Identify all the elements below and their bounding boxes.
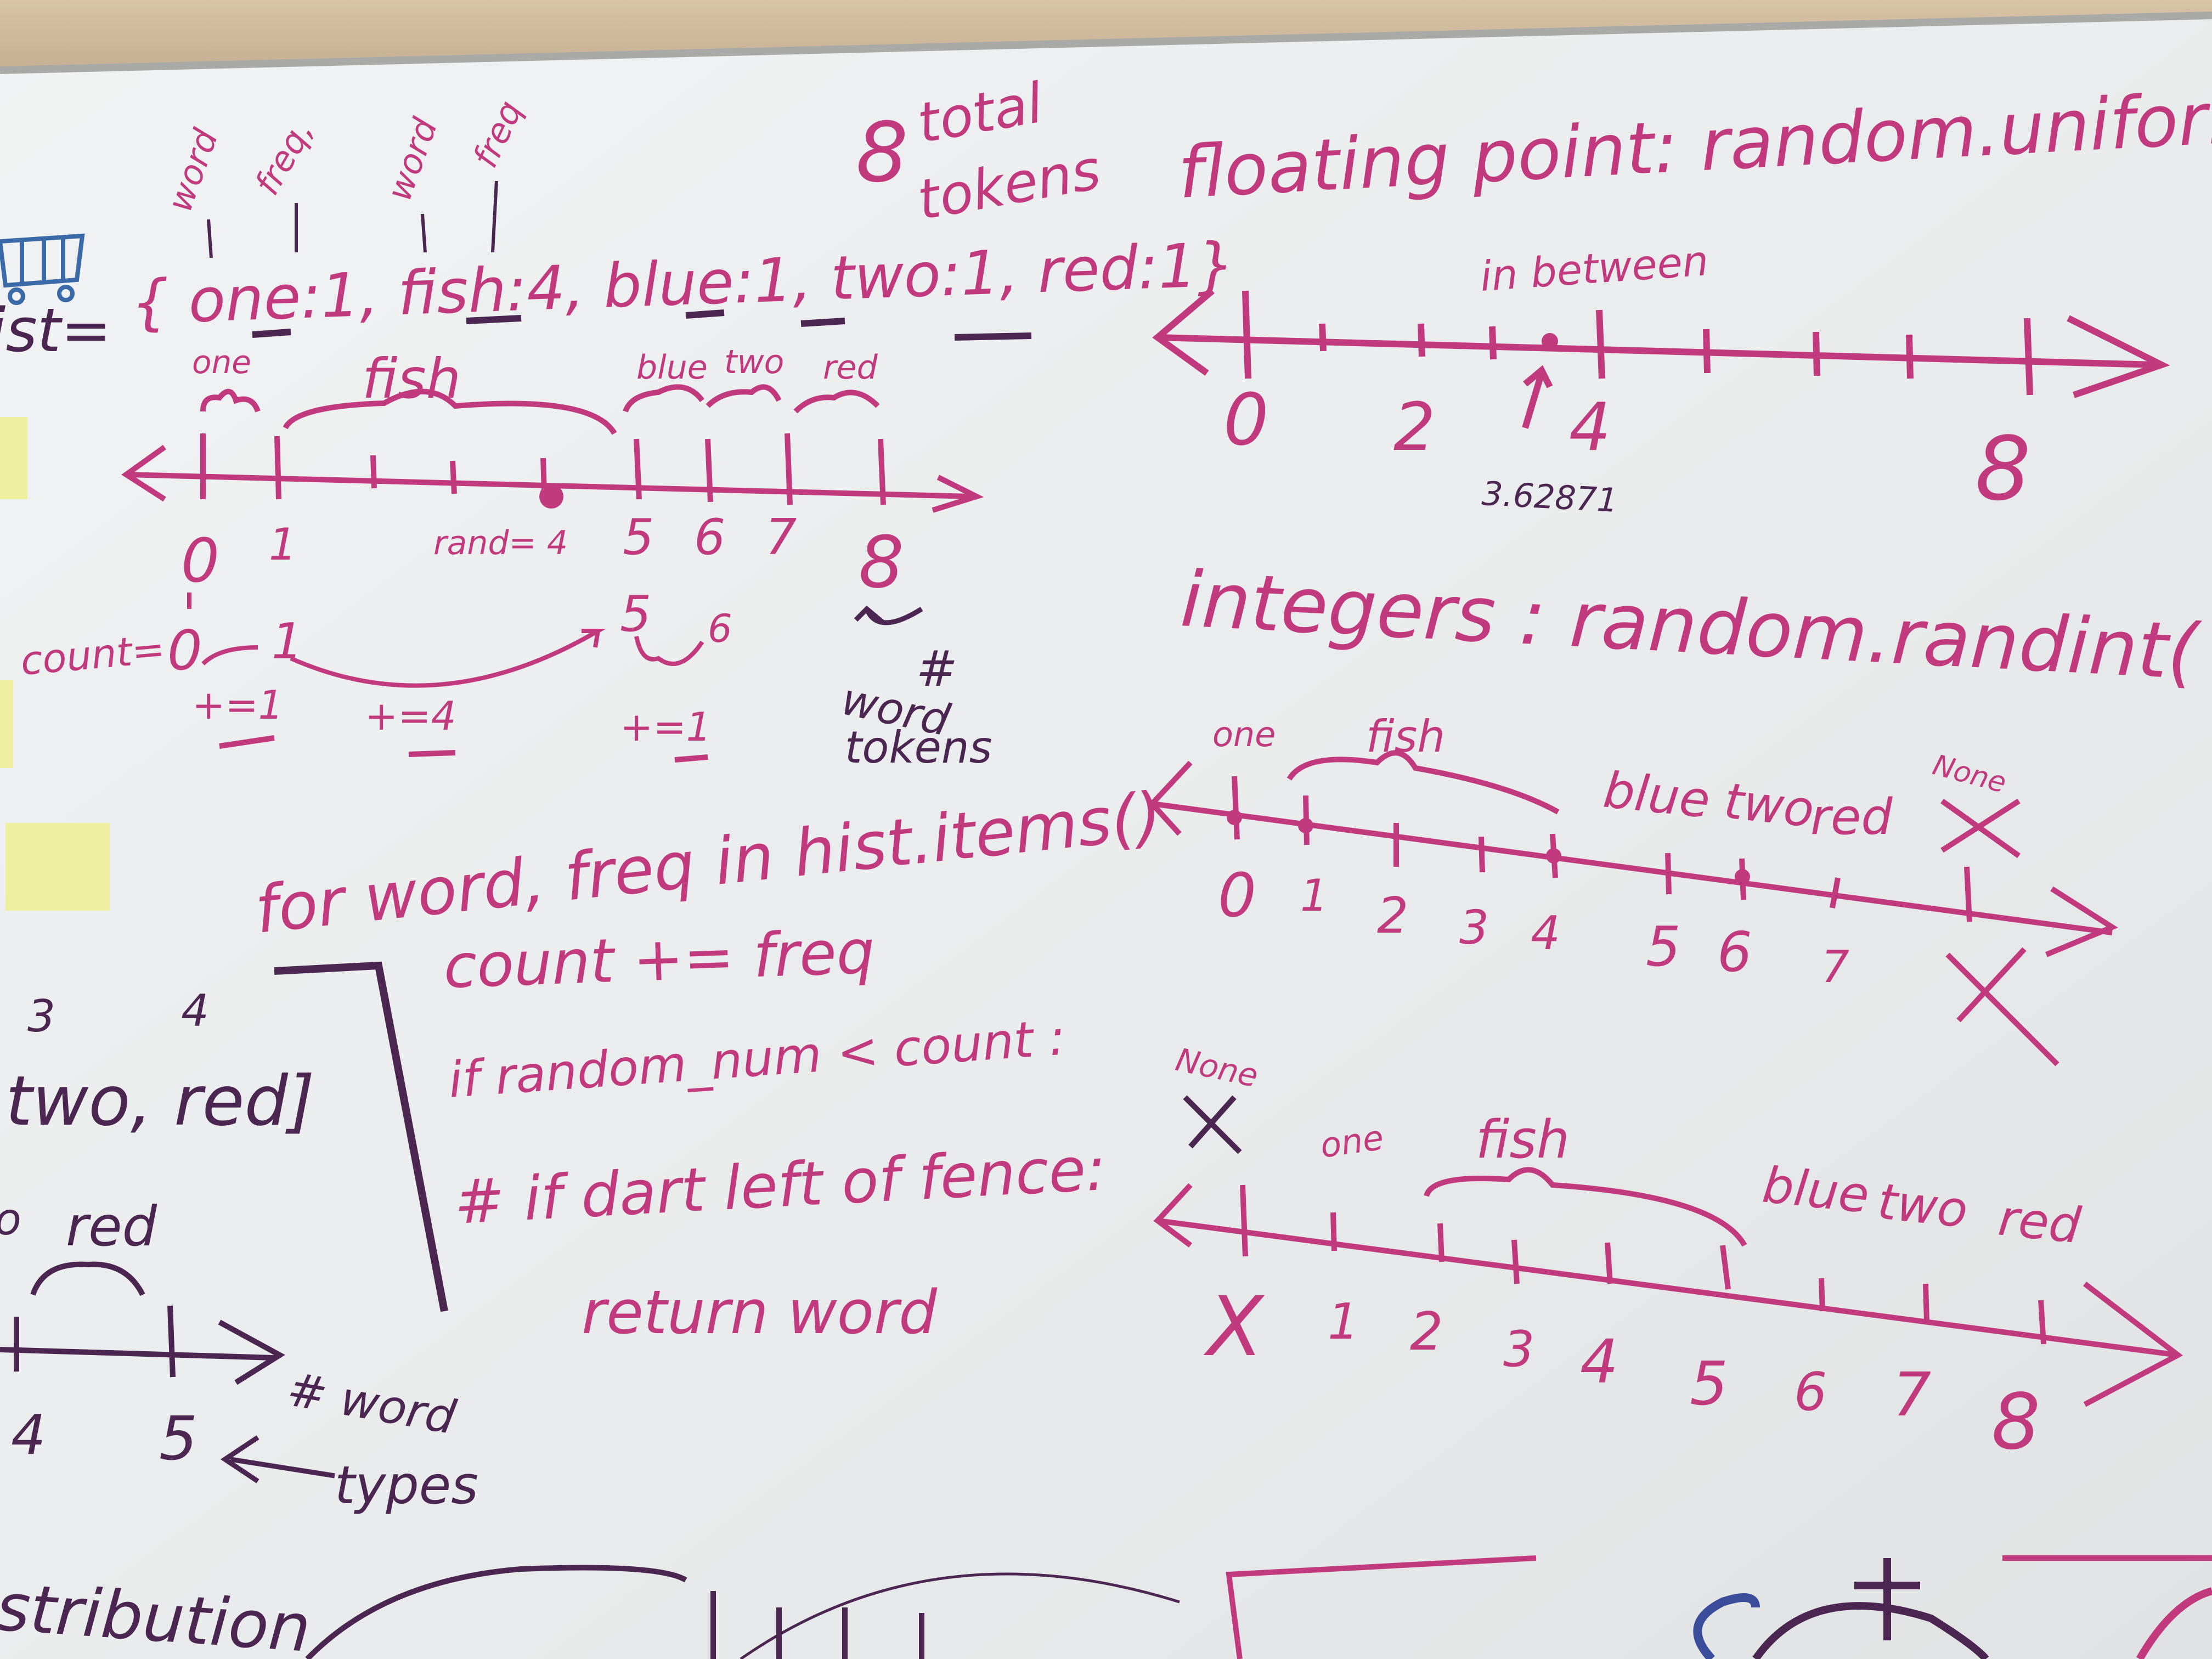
- n3-label-one: one: [1318, 1118, 1386, 1166]
- float-value: 3.62871: [1481, 475, 1618, 520]
- n3-label-two: two: [1875, 1172, 1971, 1239]
- code-return: return word: [582, 1277, 938, 1347]
- seg-label-blue: blue: [636, 348, 708, 387]
- float-tick-2: 2: [1393, 390, 1435, 466]
- n3-label-fish: fish: [1476, 1110, 1570, 1170]
- n3-tick-5: 5: [1690, 1348, 1728, 1419]
- n3-label-blue: blue: [1760, 1156, 1872, 1224]
- sticky-note: [5, 823, 110, 911]
- float-tick-4: 4: [1569, 390, 1611, 466]
- int-tick-1: 1: [1300, 870, 1328, 921]
- index-3: 3: [27, 991, 55, 1042]
- n3-tick-4: 4: [1580, 1327, 1618, 1397]
- bottom-sketches: [305, 1555, 2212, 1659]
- left-tick-6: 6: [694, 509, 725, 566]
- float-tick-8: 8: [1975, 417, 2031, 520]
- n3-tick-6: 6: [1794, 1362, 1827, 1423]
- seg-label-two: two: [724, 343, 784, 381]
- int-tick-0: 0: [1218, 860, 1256, 930]
- float-point: [1542, 333, 1558, 349]
- lower-red: red: [66, 1194, 157, 1259]
- n3-none-x: [1183, 1095, 1242, 1154]
- tokens-arrow: [854, 605, 923, 625]
- total-number: 8: [856, 105, 908, 201]
- left-number-line: [121, 384, 984, 513]
- left-tick-0: 0: [181, 526, 219, 596]
- left-tick-8: 8: [859, 521, 904, 604]
- lower-tick-5: 5: [159, 1403, 198, 1474]
- word-types-label-2: types: [335, 1455, 478, 1516]
- board-surface: [0, 16, 2212, 1659]
- n3-label-red: red: [1996, 1189, 2084, 1255]
- n3-tick-8: 8: [1991, 1378, 2040, 1467]
- lower-number-line: [0, 1261, 285, 1385]
- int-tick-2: 2: [1377, 887, 1408, 945]
- inc-1b: +=1: [620, 704, 711, 750]
- int-number-line: [1148, 750, 2118, 1066]
- sticky-note: [0, 680, 13, 768]
- shopping-cart-icon: [0, 233, 85, 305]
- word-tokens-label-2: tokens: [845, 722, 992, 773]
- types-arrow: [220, 1435, 335, 1483]
- value-underlines: [252, 309, 1032, 341]
- seg-label-one: one: [192, 343, 251, 381]
- int-label-blue: blue: [1601, 761, 1713, 830]
- left-tick-7: 7: [765, 509, 797, 566]
- n3-number-line: [1153, 1167, 2183, 1407]
- count-val-0: 0: [167, 618, 202, 682]
- n3-tick-x: X: [1203, 1279, 1265, 1375]
- lower-tick-4: 4: [11, 1403, 46, 1467]
- int-tick-6: 6: [1717, 920, 1752, 984]
- count-val-6: 6: [708, 606, 732, 651]
- int-label-red: red: [1810, 788, 1893, 846]
- count-val-5: 5: [620, 585, 651, 643]
- rand-label: rand= 4: [433, 524, 568, 562]
- float-tick-0: 0: [1223, 378, 1269, 461]
- n3-tick-1: 1: [1328, 1293, 1359, 1351]
- seg-label-red: red: [823, 348, 878, 387]
- left-tick-1: 1: [269, 519, 297, 570]
- left-tick-5: 5: [623, 509, 654, 566]
- lower-o: o: [0, 1194, 21, 1245]
- float-number-line: [1152, 288, 2170, 429]
- int-tick-3: 3: [1459, 901, 1489, 955]
- inc-underlines: [219, 735, 708, 763]
- int-tick-4: 4: [1531, 906, 1560, 961]
- code-count: count += freq: [442, 917, 876, 1002]
- hash-symbol: #: [916, 640, 957, 698]
- index-4: 4: [181, 985, 209, 1036]
- count-arrows: [187, 592, 704, 688]
- int-label-two: two: [1722, 772, 1817, 839]
- inc-1: +=1: [192, 682, 283, 728]
- n3-tick-2: 2: [1410, 1302, 1443, 1362]
- hist-prefix: ist=: [0, 295, 111, 365]
- bracket-line: [274, 961, 448, 1312]
- board-frame: [0, 12, 2212, 74]
- int-points: [1227, 810, 1750, 884]
- sticky-note: [0, 417, 27, 499]
- int-tick-5: 5: [1646, 915, 1681, 979]
- n3-tick-3: 3: [1503, 1321, 1534, 1378]
- int-tick-7: 7: [1821, 941, 1849, 992]
- int-label-one: one: [1212, 714, 1276, 754]
- n3-tick-7: 7: [1893, 1359, 1931, 1430]
- inc-4: +=4: [365, 693, 456, 739]
- dart-point: [539, 484, 563, 509]
- list-fragment: two, red]: [5, 1062, 315, 1141]
